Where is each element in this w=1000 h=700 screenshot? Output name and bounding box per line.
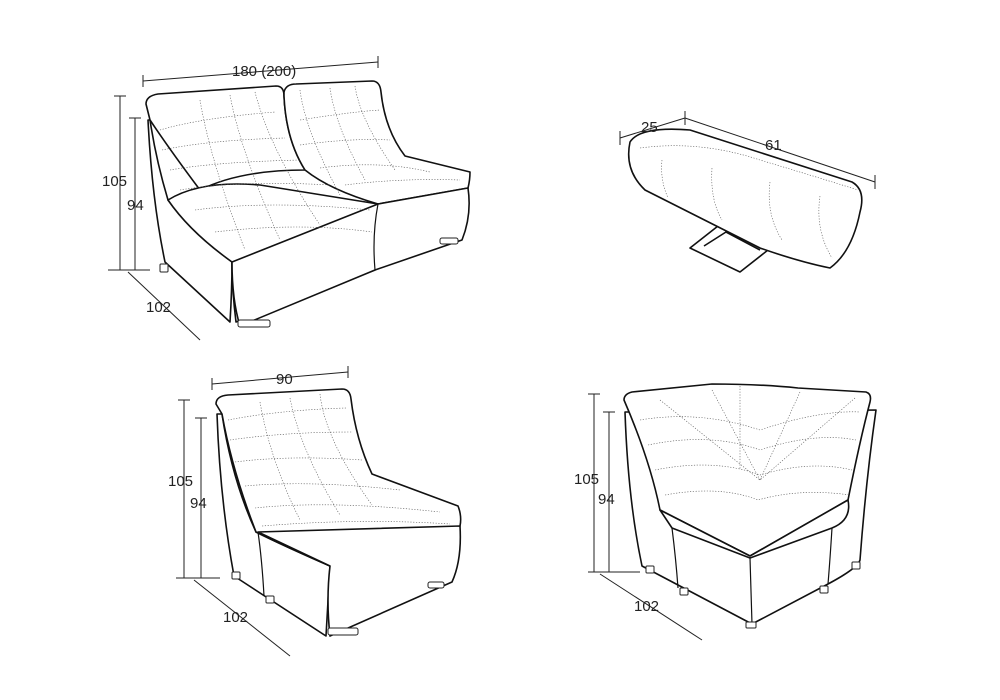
sofa-seat-height-label: 94 — [127, 197, 144, 214]
chair-width-dimension-line — [211, 371, 349, 385]
sofa-width-dimension-line — [142, 61, 379, 82]
chair-width-label: 90 — [276, 371, 293, 388]
sofa-seam — [373, 203, 379, 271]
chair-quilting — [227, 393, 451, 527]
ottoman-cushion — [627, 128, 863, 269]
ottoman-figure: 25 61 — [619, 111, 876, 273]
armless-chair-figure: 90 105 94 102 — [168, 366, 462, 657]
chair-seam — [257, 531, 265, 597]
sofa-foot — [439, 237, 459, 245]
corner-chair-foot — [851, 561, 861, 570]
ottoman-length-label: 61 — [765, 137, 782, 154]
corner-chair-seat-edge — [659, 499, 850, 559]
sofa-width-label: 180 (200) — [232, 63, 296, 80]
corner-chair-quilting — [639, 386, 861, 501]
chair-base — [257, 525, 462, 637]
sofa-foot — [237, 319, 271, 328]
corner-chair-height-label: 105 — [574, 471, 599, 488]
ottoman-quilting — [639, 145, 859, 259]
ottoman-stem — [703, 231, 761, 251]
chair-foot — [327, 627, 359, 636]
corner-chair-foot — [745, 621, 757, 629]
sofa-height-label: 105 — [102, 173, 127, 190]
sofa-left-backrest — [145, 85, 306, 191]
chair-seat-height-label: 94 — [190, 495, 207, 512]
corner-chair-depth-label: 102 — [634, 598, 659, 615]
corner-chair-seams — [671, 527, 833, 625]
sofa-foot — [159, 263, 169, 273]
chair-foot — [427, 581, 445, 589]
ottoman-width-dimension-line — [619, 117, 686, 139]
chair-height-label: 105 — [168, 473, 193, 490]
sofa-figure: 180 (200) 105 94 102 — [102, 56, 471, 341]
sofa-depth-label: 102 — [146, 299, 171, 316]
corner-chair-figure: 105 94 102 — [574, 383, 877, 641]
chair-depth-dimension-line — [193, 579, 291, 657]
ottoman-width-label: 25 — [641, 119, 658, 136]
chair-depth-label: 102 — [223, 609, 248, 626]
chair-foot — [265, 595, 275, 604]
sofa-right-backrest — [283, 80, 471, 205]
sofa-depth-dimension-line — [127, 271, 201, 341]
corner-chair-foot — [645, 565, 655, 574]
sofa-quilting — [159, 85, 461, 251]
corner-chair-seat-height-label: 94 — [598, 491, 615, 508]
chair-foot — [231, 571, 241, 580]
corner-chair-backrest — [623, 383, 872, 557]
ottoman-length-dimension-line — [684, 117, 876, 183]
corner-chair-foot — [679, 587, 689, 596]
sofa-base — [231, 187, 470, 327]
corner-chair-foot — [819, 585, 829, 594]
corner-chair-depth-dimension-line — [599, 573, 703, 641]
